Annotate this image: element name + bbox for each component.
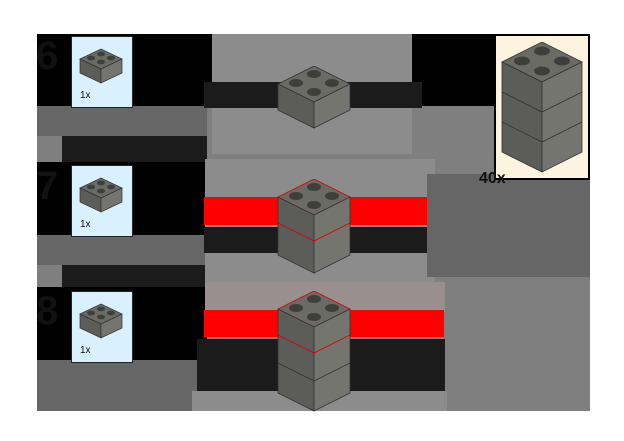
band	[62, 265, 207, 287]
brick-2x2-icon	[79, 177, 123, 213]
right-band	[427, 174, 590, 277]
step6-assembly	[277, 66, 351, 129]
step7-assembly	[277, 179, 351, 274]
step-number: 8	[36, 289, 59, 333]
parts-list-step7: 1x	[71, 165, 133, 237]
step-number: 6	[36, 34, 59, 78]
part-quantity: 1x	[80, 90, 91, 101]
parts-list-step6: 1x	[71, 36, 133, 108]
parts-list-step8: 1x	[71, 291, 133, 363]
brick-2x2-icon	[79, 48, 123, 84]
band	[37, 106, 207, 136]
submodel-callout	[494, 34, 590, 180]
brick-2x2-icon	[79, 303, 123, 339]
part-quantity: 1x	[80, 345, 91, 356]
band	[37, 235, 207, 265]
part-quantity: 1x	[80, 219, 91, 230]
submodel-quantity: 40x	[479, 170, 506, 187]
band	[37, 360, 207, 411]
submodel-stack-icon	[501, 42, 583, 173]
step8-assembly	[277, 291, 351, 412]
band	[62, 136, 207, 162]
step-number: 7	[36, 164, 59, 208]
